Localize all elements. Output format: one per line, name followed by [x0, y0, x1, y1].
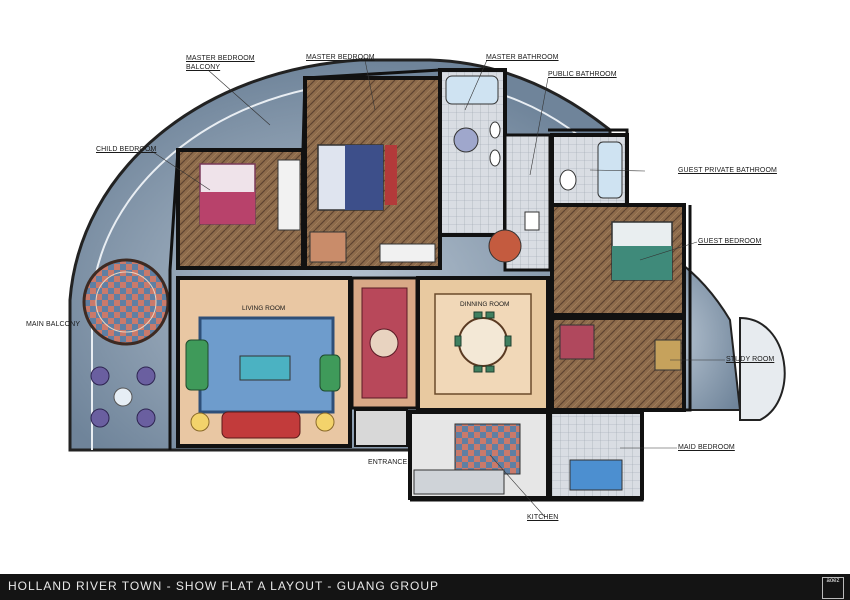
entrance-floor: [354, 409, 408, 447]
master-bedroom-label: MASTER BEDROOM: [306, 54, 375, 61]
round-carpet: [82, 258, 170, 346]
kitchen-label: KITCHEN: [527, 514, 559, 521]
study-bay: [739, 316, 786, 421]
main-balcony-label: MAIN BALCONY: [26, 321, 81, 328]
footer-bar: HOLLAND RIVER TOWN - SHOW FLAT A LAYOUT …: [0, 574, 850, 600]
child-bedroom-label: CHILD BEDROOM: [96, 146, 157, 153]
footer-title: HOLLAND RIVER TOWN - SHOW FLAT A LAYOUT …: [8, 579, 440, 593]
dining-table: [458, 317, 508, 367]
dining-chairs: [454, 311, 512, 373]
master-bathroom-label: MASTER BATHROOM: [486, 54, 559, 61]
guest-bedroom-label: GUEST BEDROOM: [698, 238, 762, 245]
entrance-label: ENTRANCE: [368, 459, 408, 466]
guest-private-bathroom-label: GUEST PRIVATE BATHROOM: [678, 167, 777, 174]
kitchen-rug: [454, 423, 521, 475]
study-room-label: STUDY ROOM: [726, 356, 775, 363]
living-room-label: LIVING ROOM: [242, 305, 285, 312]
balcony-chairs: [90, 366, 156, 428]
public-bathroom-label: PUBLIC BATHROOM: [548, 71, 617, 78]
master-bedroom-balcony-label: MASTER BEDROOM BALCONY: [186, 55, 255, 71]
maid-bedroom-label: MAID BEDROOM: [678, 444, 735, 451]
brand-logo: aoez: [822, 577, 844, 599]
dinning-room-label: DINNING ROOM: [460, 301, 509, 308]
